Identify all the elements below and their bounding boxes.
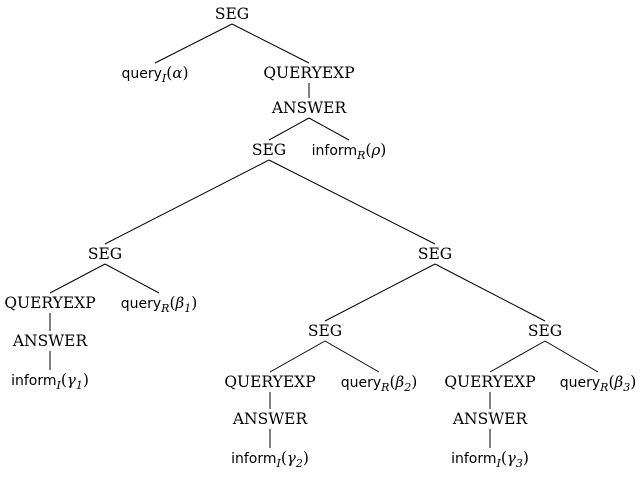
- node-label-seg_mid: SEG: [252, 141, 286, 159]
- node-label-seg_right: SEG: [418, 245, 452, 263]
- node-label-query_r_beta1: queryR(β1): [121, 294, 198, 315]
- edge-seg_rl-to-query_r_beta2: [324, 340, 380, 373]
- node-label-query_r_beta2: queryR(β2): [341, 373, 418, 394]
- tree-nodes: SEG queryI(α) QUERYEXP ANSWER SEG informR(ρ) S…: [4, 5, 636, 470]
- node-label-query_i_alpha: queryI(α): [121, 64, 188, 85]
- node-seg_right: SEG: [418, 245, 452, 263]
- node-answer_rr: ANSWER: [452, 410, 529, 428]
- node-label-seg_left: SEG: [88, 245, 122, 263]
- node-label-inform_i_gamma1: informI(γ1): [11, 371, 89, 392]
- node-queryexp_rr: QUERYEXP: [444, 373, 535, 391]
- tree-edges: [49, 23, 599, 448]
- node-root: SEG: [215, 5, 249, 23]
- edge-answer_top-to-inform_r_rho: [308, 117, 350, 141]
- node-inform_i_gamma1: informI(γ1): [11, 371, 89, 392]
- node-query_r_beta1: queryR(β1): [121, 294, 198, 315]
- node-seg_left: SEG: [88, 245, 122, 263]
- node-label-seg_rl: SEG: [308, 322, 342, 340]
- edge-root-to-query_i_alpha: [154, 23, 233, 64]
- node-label-inform_r_rho: informR(ρ): [312, 141, 387, 162]
- node-label-queryexp_rr: QUERYEXP: [444, 373, 535, 391]
- node-label-queryexp_left: QUERYEXP: [4, 294, 95, 312]
- node-label-queryexp_top: QUERYEXP: [263, 64, 354, 82]
- node-queryexp_top: QUERYEXP: [263, 64, 354, 82]
- edge-seg_right-to-seg_rr: [434, 263, 546, 322]
- node-query_i_alpha: queryI(α): [121, 64, 188, 85]
- node-label-inform_i_gamma3: informI(γ3): [451, 449, 529, 470]
- edge-seg_rl-to-queryexp_rl: [269, 340, 326, 373]
- node-seg_mid: SEG: [252, 141, 286, 159]
- node-label-seg_rr: SEG: [528, 322, 562, 340]
- node-inform_r_rho: informR(ρ): [312, 141, 387, 162]
- node-answer_left: ANSWER: [12, 332, 89, 350]
- edge-answer_top-to-seg_mid: [268, 117, 310, 141]
- edge-seg_rr-to-queryexp_rr: [489, 340, 546, 373]
- edge-root-to-queryexp_top: [231, 23, 310, 64]
- node-label-root: SEG: [215, 5, 249, 23]
- node-answer_rl: ANSWER: [232, 410, 309, 428]
- node-inform_i_gamma2: informI(γ2): [231, 449, 309, 470]
- edge-seg_left-to-query_r_beta1: [104, 263, 160, 294]
- node-seg_rr: SEG: [528, 322, 562, 340]
- node-query_r_beta2: queryR(β2): [341, 373, 418, 394]
- edge-seg_right-to-seg_rl: [324, 263, 436, 322]
- node-label-queryexp_rl: QUERYEXP: [224, 373, 315, 391]
- node-answer_top: ANSWER: [271, 99, 348, 117]
- node-label-query_r_beta3: queryR(β3): [560, 373, 637, 394]
- node-label-answer_left: ANSWER: [12, 332, 89, 350]
- node-label-inform_i_gamma2: informI(γ2): [231, 449, 309, 470]
- node-seg_rl: SEG: [308, 322, 342, 340]
- node-inform_i_gamma3: informI(γ3): [451, 449, 529, 470]
- edge-seg_mid-to-seg_left: [104, 159, 270, 245]
- node-label-answer_rr: ANSWER: [452, 410, 529, 428]
- edge-seg_left-to-queryexp_left: [49, 263, 106, 294]
- node-queryexp_left: QUERYEXP: [4, 294, 95, 312]
- edge-seg_mid-to-seg_right: [268, 159, 436, 245]
- node-label-answer_rl: ANSWER: [232, 410, 309, 428]
- edge-seg_rr-to-query_r_beta3: [544, 340, 599, 373]
- node-label-answer_top: ANSWER: [271, 99, 348, 117]
- node-query_r_beta3: queryR(β3): [560, 373, 637, 394]
- node-queryexp_rl: QUERYEXP: [224, 373, 315, 391]
